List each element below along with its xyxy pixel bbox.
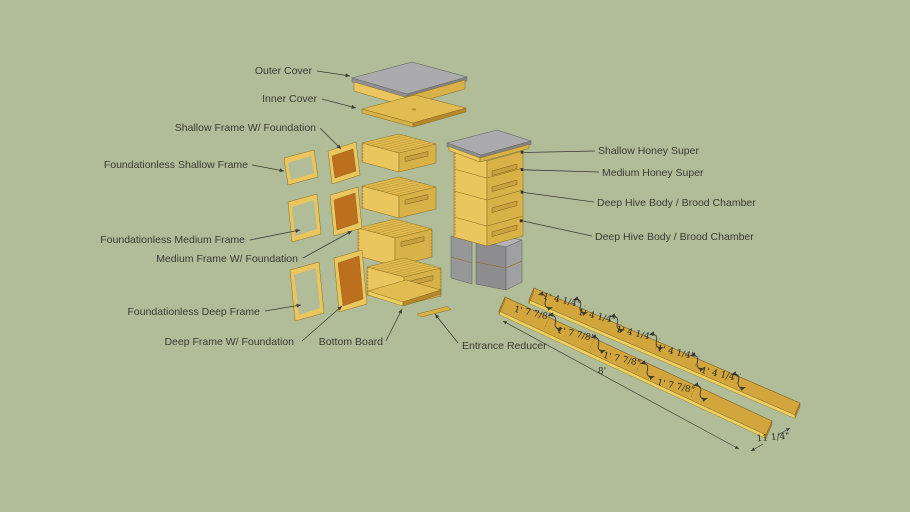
hive-cover-band-right — [479, 144, 530, 163]
shallow-frame-with-foundation — [327, 141, 361, 185]
hive-handle — [491, 224, 518, 237]
board-end-face — [794, 402, 801, 419]
length-dimension-text: 8' — [598, 367, 606, 377]
label-shallow-frame-foundation: Shallow Frame W/ Foundation — [175, 122, 316, 134]
label-foundationless-deep: Foundationless Deep Frame — [128, 306, 261, 318]
leader-foundationless-deep — [264, 303, 302, 312]
frame-foundation — [337, 255, 364, 307]
entrance-reducer-part — [416, 306, 452, 318]
leader-deep-body-upper — [523, 192, 595, 203]
leader-foundationless-shallow — [251, 164, 285, 173]
leader-outer-cover — [316, 70, 351, 78]
label-inner-cover: Inner Cover — [262, 93, 317, 105]
label-deep-body-upper: Deep Hive Body / Brood Chamber — [597, 197, 756, 209]
leader-shallow-honey-super — [523, 150, 596, 153]
leader-entrance-reducer — [434, 313, 459, 344]
frame-foundation — [331, 148, 357, 179]
label-deep-body-lower: Deep Hive Body / Brood Chamber — [595, 231, 754, 243]
cut-mark-icon — [573, 296, 588, 316]
hive-body-front-left — [453, 151, 488, 247]
bottom-board-part — [367, 279, 442, 307]
hive-box-divisions — [453, 167, 524, 227]
board-end-face — [498, 296, 506, 315]
box-handle — [404, 194, 429, 205]
hive-handle — [491, 163, 518, 176]
block-joint — [450, 256, 473, 264]
medium-super-box — [361, 176, 437, 219]
leader-foundationless-medium — [249, 228, 301, 241]
leader-dot — [520, 150, 524, 154]
hive-handle — [491, 200, 518, 213]
leader-deep-body-lower — [522, 220, 593, 237]
deep-frame-with-foundation — [333, 249, 368, 313]
label-medium-frame-foundation: Medium Frame W/ Foundation — [156, 253, 298, 265]
shallow-super-box — [361, 133, 437, 173]
box-handle — [404, 151, 429, 162]
frame-top-bars — [362, 219, 428, 238]
label-outer-cover: Outer Cover — [255, 65, 313, 77]
frame-top-bars — [366, 177, 432, 196]
label-foundationless-shallow: Foundationless Shallow Frame — [104, 159, 248, 171]
part-labels: Outer Cover Inner Cover Shallow Frame W/… — [100, 65, 756, 352]
block-stack-right-side — [505, 239, 523, 291]
label-deep-frame-foundation: Deep Frame W/ Foundation — [164, 336, 294, 348]
dimension-line — [502, 320, 740, 450]
leader-lines — [249, 70, 600, 344]
dimension-arrow — [750, 443, 764, 452]
leader-dot — [520, 168, 524, 171]
leader-medium-frame-foundation — [302, 230, 353, 259]
outer-cover-part — [350, 61, 469, 107]
leader-medium-honey-super — [523, 169, 600, 173]
inner-cover-hole — [411, 108, 417, 111]
label-entrance-reducer: Entrance Reducer — [462, 340, 547, 352]
leader-inner-cover — [321, 98, 357, 109]
block-stack-right-front — [475, 240, 507, 291]
block-joint — [475, 261, 507, 269]
leader-deep-frame-foundation — [301, 305, 343, 342]
frame-opening — [292, 200, 317, 236]
label-foundationless-medium: Foundationless Medium Frame — [100, 234, 245, 246]
dimension-arrow — [777, 427, 791, 436]
label-bottom-board: Bottom Board — [319, 336, 383, 348]
width-dimension-text: 11 1/4" — [756, 432, 790, 445]
bottom-board-edge-right — [402, 289, 442, 307]
label-medium-honey-super: Medium Honey Super — [602, 167, 704, 179]
board-end-face — [765, 420, 773, 439]
leader-shallow-frame-foundation — [319, 127, 342, 150]
board-length-dimension: 8' — [502, 320, 740, 450]
inner-cover-part — [361, 94, 467, 128]
leader-dot — [520, 190, 524, 194]
leader-dot — [519, 219, 523, 223]
assembled-hive — [445, 129, 533, 247]
block-joint — [505, 260, 523, 269]
medium-frame-with-foundation — [329, 186, 363, 237]
foundationless-deep-frame — [289, 261, 325, 322]
frame-opening — [288, 156, 314, 180]
leader-bottom-board — [385, 308, 403, 342]
frame-foundation — [333, 192, 359, 231]
label-shallow-honey-super: Shallow Honey Super — [598, 145, 699, 157]
frame-opening — [294, 268, 320, 315]
cut-mark-icon — [538, 291, 553, 311]
hive-handle — [491, 179, 518, 192]
board-width-dimension: 11 1/4" — [750, 427, 791, 452]
deep-body-box-upper — [357, 218, 433, 267]
foundationless-medium-frame — [287, 193, 322, 243]
hive-body-front-right — [486, 150, 524, 247]
box-handle — [400, 236, 425, 247]
foundationless-shallow-frame — [283, 149, 319, 186]
frame-top-bars — [371, 258, 437, 277]
board-end-face — [528, 287, 535, 304]
frame-top-bars — [366, 134, 432, 153]
inner-cover-edge-right — [412, 107, 467, 128]
